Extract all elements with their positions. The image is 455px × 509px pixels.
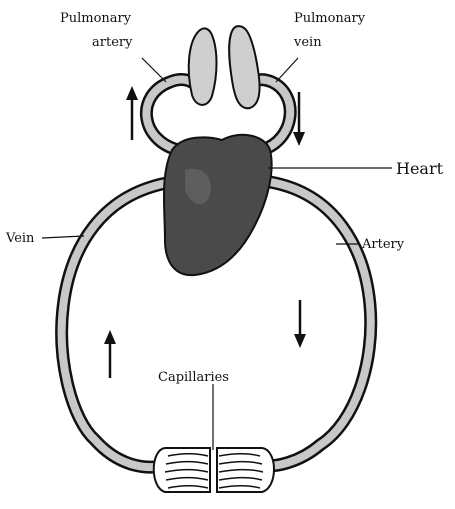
pulmonary-vein-label-line1: Pulmonary bbox=[294, 11, 366, 26]
pulmonary-vein-leader bbox=[276, 58, 298, 82]
pulmonary-artery-label-line1: Pulmonary bbox=[60, 11, 132, 26]
vein-leader bbox=[42, 236, 84, 238]
pulmonary-artery-label-line2: artery bbox=[92, 35, 133, 50]
heart-label: Heart bbox=[396, 159, 444, 178]
pulmonary-vein-label-line2: vein bbox=[293, 35, 322, 50]
capillary-bed bbox=[154, 448, 274, 492]
heart-shape bbox=[164, 135, 272, 275]
left-lung bbox=[189, 28, 217, 104]
vein-label: Vein bbox=[5, 231, 35, 246]
arrow-down-systemic bbox=[294, 300, 306, 348]
pulmonary-artery-leader bbox=[142, 58, 166, 82]
artery-label: Artery bbox=[361, 237, 405, 252]
right-lung bbox=[229, 26, 259, 108]
arrow-up-pulmonary bbox=[126, 86, 138, 140]
capillaries-label: Capillaries bbox=[158, 370, 229, 385]
arrow-up-systemic bbox=[104, 330, 116, 378]
